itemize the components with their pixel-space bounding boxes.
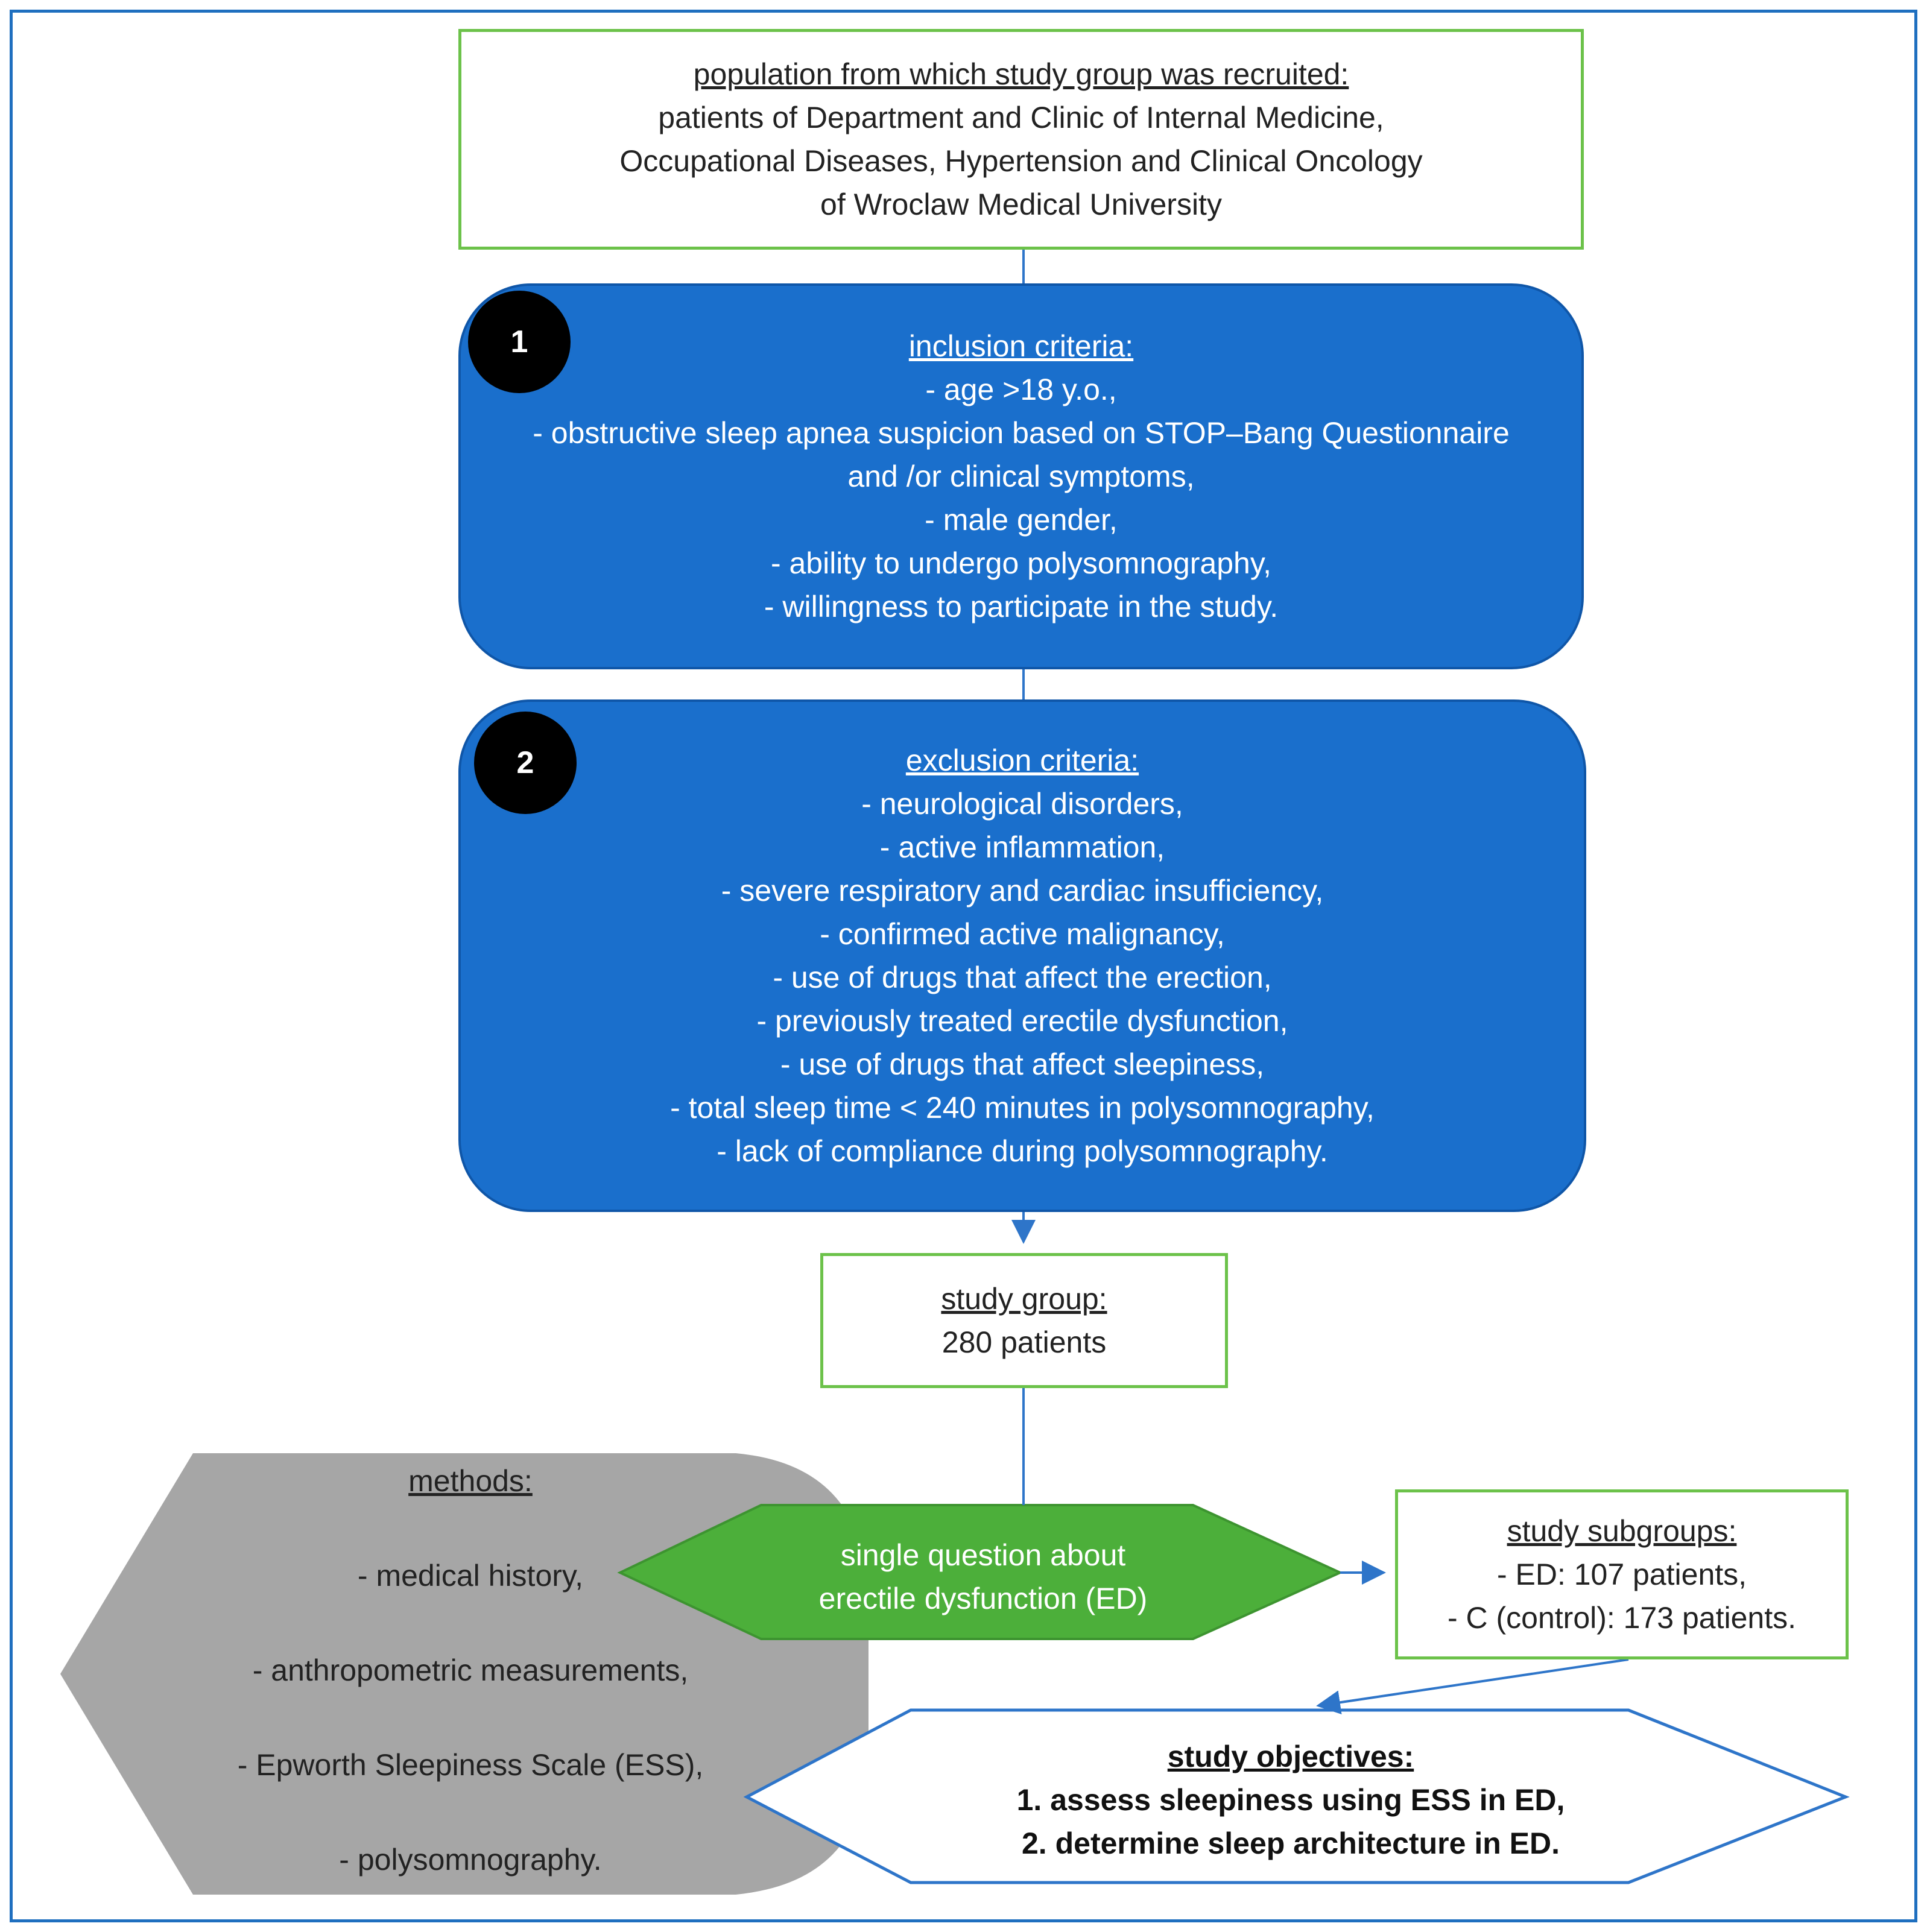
exclusion-item: - confirmed active malignancy, <box>820 917 1225 951</box>
step-badge-2: 2 <box>474 712 577 814</box>
exclusion-item: - neurological disorders, <box>861 787 1183 821</box>
inclusion-heading: inclusion criteria: <box>908 329 1134 363</box>
study-group-heading: study group: <box>941 1282 1107 1316</box>
inclusion-item: and /or clinical symptoms, <box>847 459 1195 493</box>
question-line: single question about <box>840 1538 1126 1572</box>
exclusion-item: - previously treated erectile dysfunctio… <box>756 1004 1288 1038</box>
population-box: population from which study group was re… <box>458 29 1584 250</box>
step-badge-1: 1 <box>468 291 571 393</box>
study-group-box: study group: 280 patients <box>820 1253 1228 1388</box>
study-subgroups-box: study subgroups: - ED: 107 patients, - C… <box>1395 1489 1849 1659</box>
population-line: of Wroclaw Medical University <box>820 188 1222 221</box>
question-box: single question about erectile dysfuncti… <box>621 1507 1345 1646</box>
exclusion-item: - active inflammation, <box>879 830 1165 864</box>
methods-item: - anthropometric measurements, <box>252 1653 689 1687</box>
methods-box: methods: - medical history, - anthropome… <box>169 1459 772 1881</box>
inclusion-item: - willingness to participate in the stud… <box>764 590 1279 623</box>
exclusion-criteria-box: exclusion criteria: - neurological disor… <box>458 699 1586 1212</box>
methods-heading: methods: <box>408 1464 533 1498</box>
population-heading: population from which study group was re… <box>693 57 1349 91</box>
inclusion-item: - ability to undergo polysomnography, <box>770 546 1272 580</box>
exclusion-item: - total sleep time < 240 minutes in poly… <box>670 1091 1375 1125</box>
exclusion-item: - use of drugs that affect the erection, <box>773 961 1272 994</box>
outer-frame <box>10 10 1917 1922</box>
inclusion-item: - male gender, <box>925 503 1118 537</box>
study-objectives-box: study objectives: 1. assess sleepiness u… <box>754 1713 1827 1887</box>
subgroup-item: - C (control): 173 patients. <box>1447 1601 1797 1635</box>
exclusion-item: - severe respiratory and cardiac insuffi… <box>721 874 1324 908</box>
objectives-shape <box>743 1708 1850 1884</box>
exclusion-heading: exclusion criteria: <box>905 743 1139 777</box>
inclusion-item: - age >18 y.o., <box>925 373 1117 406</box>
subgroups-heading: study subgroups: <box>1507 1514 1737 1548</box>
inclusion-criteria-box: inclusion criteria: - age >18 y.o., - ob… <box>458 283 1584 669</box>
population-line: Occupational Diseases, Hypertension and … <box>619 144 1423 178</box>
exclusion-item: - lack of compliance during polysomnogra… <box>717 1134 1328 1168</box>
population-line: patients of Department and Clinic of Int… <box>658 101 1384 134</box>
methods-item: - polysomnography. <box>339 1843 602 1877</box>
arrow-subgroups-objectives <box>1316 1658 1629 1715</box>
methods-item: - medical history, <box>357 1559 584 1593</box>
objective-item: 1. assess sleepiness using ESS in ED, <box>1016 1783 1565 1817</box>
methods-item: - Epworth Sleepiness Scale (ESS), <box>237 1748 704 1782</box>
inclusion-item: - obstructive sleep apnea suspicion base… <box>533 416 1510 450</box>
objective-item: 2. determine sleep architecture in ED. <box>1022 1826 1560 1860</box>
objectives-heading: study objectives: <box>1167 1740 1414 1773</box>
subgroup-item: - ED: 107 patients, <box>1496 1558 1747 1591</box>
exclusion-item: - use of drugs that affect sleepiness, <box>780 1047 1265 1081</box>
question-line: erectile dysfunction (ED) <box>818 1582 1148 1615</box>
study-group-count: 280 patients <box>941 1325 1107 1359</box>
